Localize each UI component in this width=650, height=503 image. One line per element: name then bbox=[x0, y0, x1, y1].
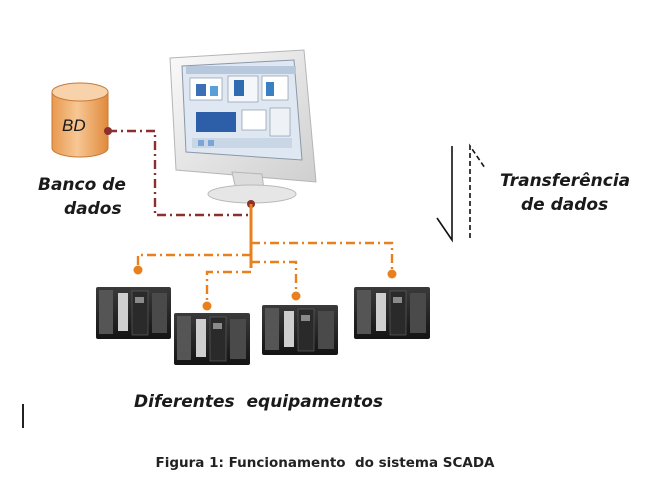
plc-device-2 bbox=[174, 313, 250, 365]
figure-caption: Figura 1: Funcionamento do sistema SCADA bbox=[0, 455, 650, 471]
database-link-node bbox=[104, 127, 112, 135]
text-cursor bbox=[22, 404, 24, 428]
computer-monitor-icon bbox=[170, 50, 316, 203]
plc-device-4 bbox=[354, 287, 430, 339]
transfer-arrows-icon bbox=[437, 146, 485, 240]
database-label-line1: Banco de bbox=[38, 174, 126, 196]
database-label-line2: dados bbox=[64, 198, 122, 220]
plc-device-3 bbox=[262, 305, 338, 355]
plc-device-1 bbox=[96, 287, 171, 339]
transfer-label-line2: de dados bbox=[521, 194, 608, 216]
database-badge: BD bbox=[62, 116, 86, 136]
transfer-label-line1: Transferência bbox=[500, 170, 630, 192]
equipment-label: Diferentes equipamentos bbox=[134, 391, 383, 413]
network-distribution-lines bbox=[138, 243, 392, 303]
